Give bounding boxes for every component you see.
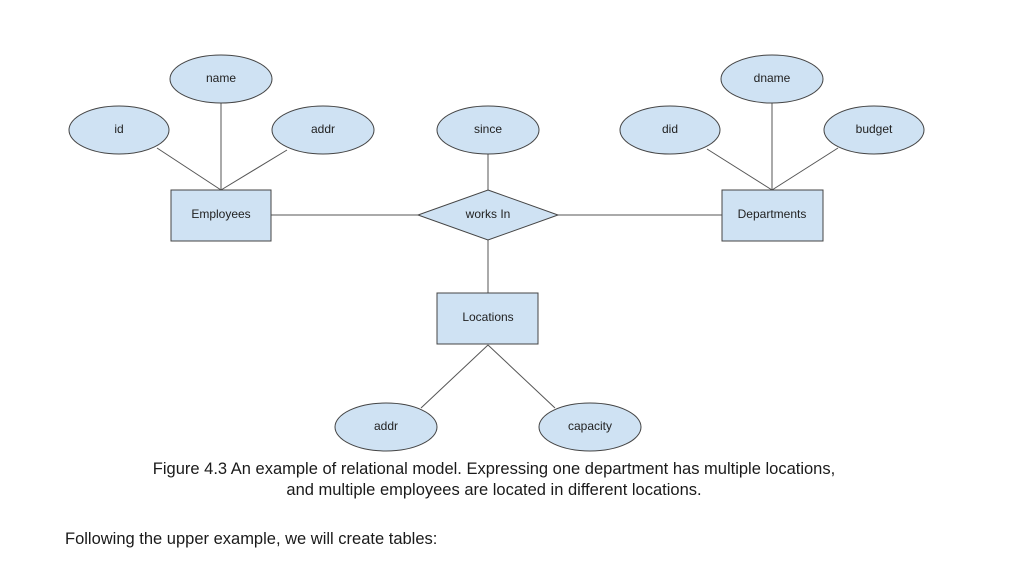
departments-entity: Departments <box>721 189 824 242</box>
edge-addr-employees <box>220 149 288 191</box>
edge-id-employees <box>156 147 222 191</box>
attribute-name: name <box>169 54 273 104</box>
edge-did-departments <box>706 148 773 191</box>
locations-label: Locations <box>462 310 513 324</box>
attribute-did-label: did <box>662 122 678 136</box>
departments-label: Departments <box>738 207 807 221</box>
attribute-dname: dname <box>720 54 824 104</box>
attribute-did: did <box>619 105 721 155</box>
locations-entity: Locations <box>436 292 539 345</box>
employees-label: Employees <box>191 207 250 221</box>
attribute-loc-addr: addr <box>334 402 438 452</box>
figure-caption: Figure 4.3 An example of relational mode… <box>0 459 988 501</box>
attribute-emp-addr-label: addr <box>311 122 335 136</box>
attribute-budget-label: budget <box>856 122 893 136</box>
attribute-since: since <box>436 105 540 155</box>
attribute-loc-addr-label: addr <box>374 419 398 433</box>
attribute-id-label: id <box>114 122 123 136</box>
attribute-emp-addr: addr <box>271 105 375 155</box>
attribute-capacity: capacity <box>538 402 642 452</box>
caption-line-1: Figure 4.3 An example of relational mode… <box>152 460 836 478</box>
edge-budget-departments <box>771 147 839 191</box>
edges <box>156 102 839 409</box>
attribute-capacity-label: capacity <box>568 419 612 433</box>
attribute-id: id <box>68 105 170 155</box>
attribute-name-label: name <box>206 71 236 85</box>
attribute-since-label: since <box>474 122 502 136</box>
edge-locations-addr <box>420 344 489 409</box>
attribute-dname-label: dname <box>754 71 791 85</box>
er-diagram: Employees id name addr works In since De… <box>68 54 925 452</box>
employees-entity: Employees <box>170 189 272 242</box>
worksin-relationship: works In <box>416 189 560 241</box>
caption-line-2: and multiple employees are located in di… <box>286 481 702 499</box>
edge-locations-capacity <box>487 344 556 409</box>
attribute-budget: budget <box>823 105 925 155</box>
worksin-label: works In <box>465 207 511 221</box>
body-paragraph: Following the upper example, we will cre… <box>65 530 438 548</box>
